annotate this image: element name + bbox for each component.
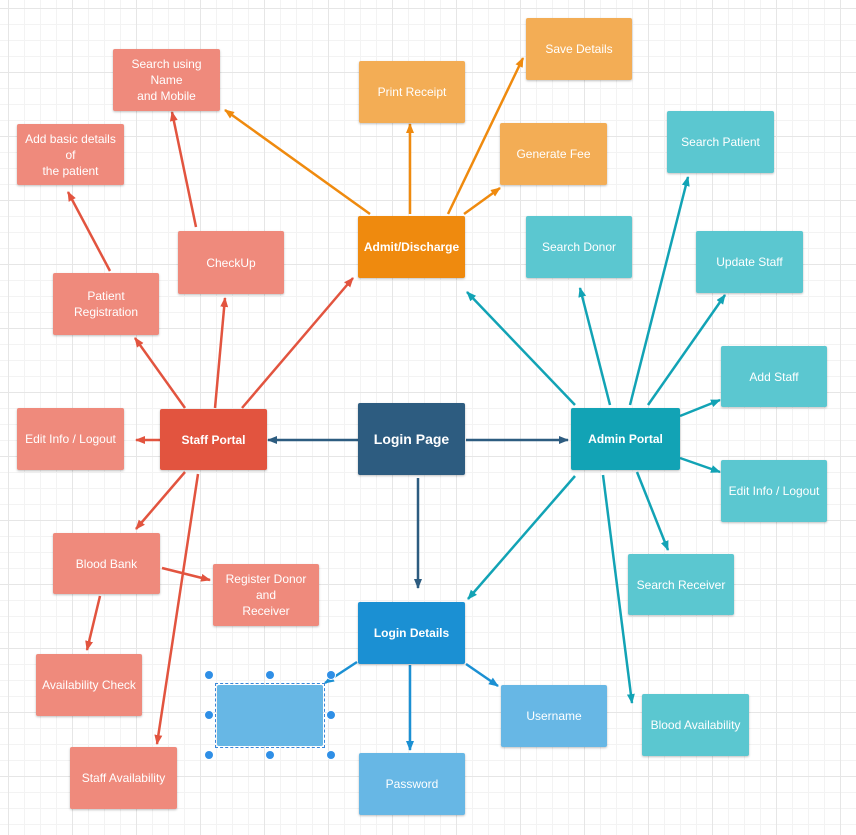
edge-patient-registration-to-add-details — [66, 191, 112, 272]
search-patient-node[interactable]: Search Patient — [667, 111, 774, 173]
edge-admin-to-edit-info — [679, 456, 721, 474]
search-donor-node[interactable]: Search Donor — [526, 216, 632, 278]
resize-handle-w[interactable] — [205, 711, 213, 719]
edge-admin-to-blood-availability — [601, 474, 635, 704]
login-page-node[interactable]: Login Page — [358, 403, 465, 475]
register-donor-node[interactable]: Register Donor and Receiver — [213, 564, 319, 626]
edge-details-to-username — [465, 662, 499, 688]
admin-edit-info-node[interactable]: Edit Info / Logout — [721, 460, 827, 522]
availability-check-node[interactable]: Availability Check — [36, 654, 142, 716]
staff-availability-node[interactable]: Staff Availability — [70, 747, 177, 809]
resize-handle-ne[interactable] — [327, 671, 335, 679]
edge-staff-to-checkup — [213, 297, 229, 409]
edge-blood-bank-to-register-donor — [161, 566, 211, 582]
edge-admin-to-add-staff — [679, 398, 721, 418]
staff-portal-node[interactable]: Staff Portal — [160, 409, 267, 470]
resize-handle-e[interactable] — [327, 711, 335, 719]
edge-admin-to-admit — [466, 291, 576, 406]
blood-bank-node[interactable]: Blood Bank — [53, 533, 160, 594]
search-receiver-node[interactable]: Search Receiver — [628, 554, 734, 615]
save-details-node[interactable]: Save Details — [526, 18, 632, 80]
blood-availability-node[interactable]: Blood Availability — [642, 694, 749, 756]
selection-outline — [215, 683, 325, 748]
password-node[interactable]: Password — [359, 753, 465, 815]
selected-empty-node[interactable] — [217, 685, 323, 746]
edge-admin-to-search-donor — [578, 287, 612, 406]
edge-checkup-to-search — [169, 111, 198, 228]
resize-handle-sw[interactable] — [205, 751, 213, 759]
edge-admin-to-update-staff — [646, 294, 727, 406]
checkup-node[interactable]: CheckUp — [178, 231, 284, 294]
resize-handle-nw[interactable] — [205, 671, 213, 679]
edge-staff-to-patient-registration — [133, 337, 187, 409]
edge-admin-to-login-details — [467, 475, 576, 600]
edge-admin-to-search-patient — [628, 176, 690, 406]
edge-staff-to-blood-bank — [135, 471, 186, 530]
update-staff-node[interactable]: Update Staff — [696, 231, 803, 293]
print-receipt-node[interactable]: Print Receipt — [359, 61, 465, 123]
edge-staff-to-staff-availability — [154, 473, 200, 745]
add-staff-node[interactable]: Add Staff — [721, 346, 827, 407]
patient-registration-node[interactable]: Patient Registration — [53, 273, 159, 335]
admit-discharge-node[interactable]: Admit/Discharge — [358, 216, 465, 278]
edge-admit-to-save-details — [446, 57, 525, 215]
staff-edit-info-node[interactable]: Edit Info / Logout — [17, 408, 124, 470]
generate-fee-node[interactable]: Generate Fee — [500, 123, 607, 185]
resize-handle-s[interactable] — [266, 751, 274, 759]
username-node[interactable]: Username — [501, 685, 607, 747]
edge-admin-to-search-receiver — [635, 471, 670, 551]
edge-admit-to-generate-fee — [463, 186, 501, 216]
login-details-node[interactable]: Login Details — [358, 602, 465, 664]
edge-staff-to-admit — [241, 277, 354, 409]
edge-details-to-selected — [324, 660, 358, 685]
resize-handle-se[interactable] — [327, 751, 335, 759]
edge-blood-bank-to-availability — [85, 595, 102, 651]
add-basic-details-node[interactable]: Add basic details of the patient — [17, 124, 124, 185]
search-name-mobile-node[interactable]: Search using Name and Mobile — [113, 49, 220, 111]
admin-portal-node[interactable]: Admin Portal — [571, 408, 680, 470]
resize-handle-n[interactable] — [266, 671, 274, 679]
edge-admit-to-search-name — [224, 108, 371, 216]
